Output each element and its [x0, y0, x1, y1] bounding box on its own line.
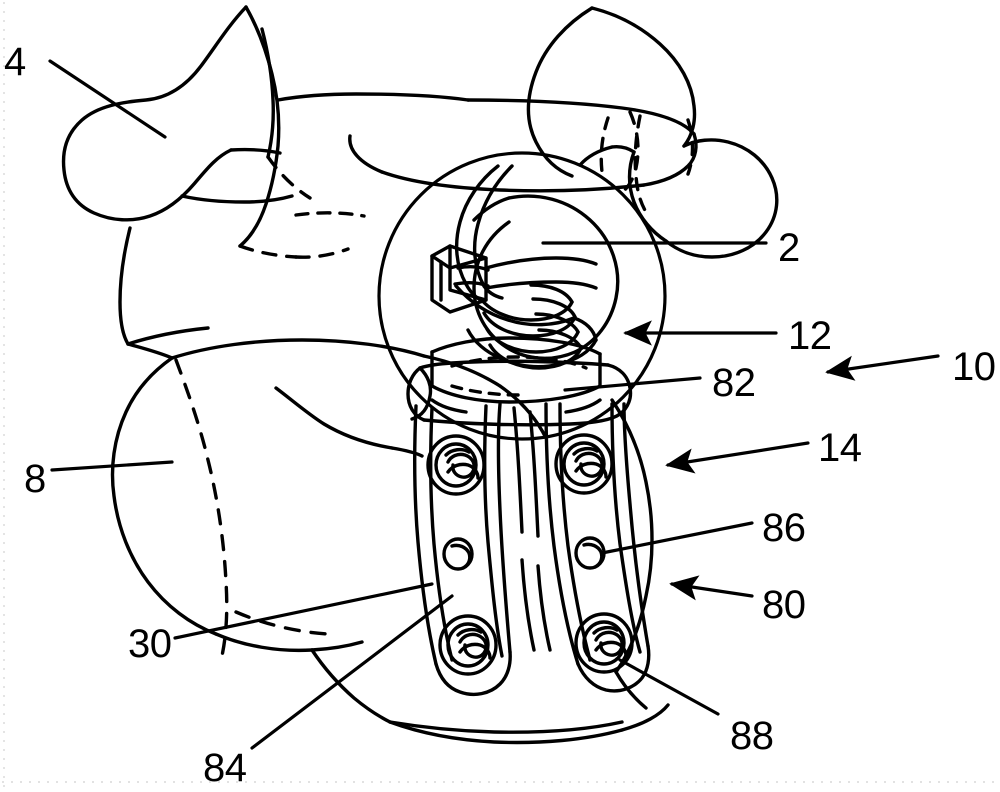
bone-outlines	[61, 5, 779, 745]
leader-86	[600, 521, 754, 555]
leader-4	[48, 59, 167, 139]
leader-82	[563, 376, 702, 392]
ref-numeral-8: 8	[24, 457, 46, 501]
ref-numeral-86: 86	[762, 506, 806, 550]
leader-lines	[48, 59, 940, 750]
leader-30	[173, 582, 434, 640]
ref-numeral-4: 4	[4, 40, 26, 84]
leader-10	[825, 354, 940, 381]
leader-84	[250, 594, 454, 750]
ref-numeral-82: 82	[712, 361, 756, 405]
ref-numeral-30: 30	[128, 622, 172, 666]
ref-numeral-10: 10	[952, 345, 996, 389]
ref-numeral-2: 2	[778, 226, 800, 270]
ref-numeral-80: 80	[762, 583, 806, 627]
leader-80	[669, 575, 754, 601]
ref-numeral-12: 12	[788, 314, 832, 358]
leader-88	[618, 658, 720, 716]
ref-numeral-84: 84	[203, 746, 247, 790]
ref-numeral-14: 14	[818, 426, 862, 470]
leader-14	[665, 441, 810, 474]
ref-numeral-88: 88	[730, 714, 774, 758]
leader-8	[50, 460, 174, 472]
